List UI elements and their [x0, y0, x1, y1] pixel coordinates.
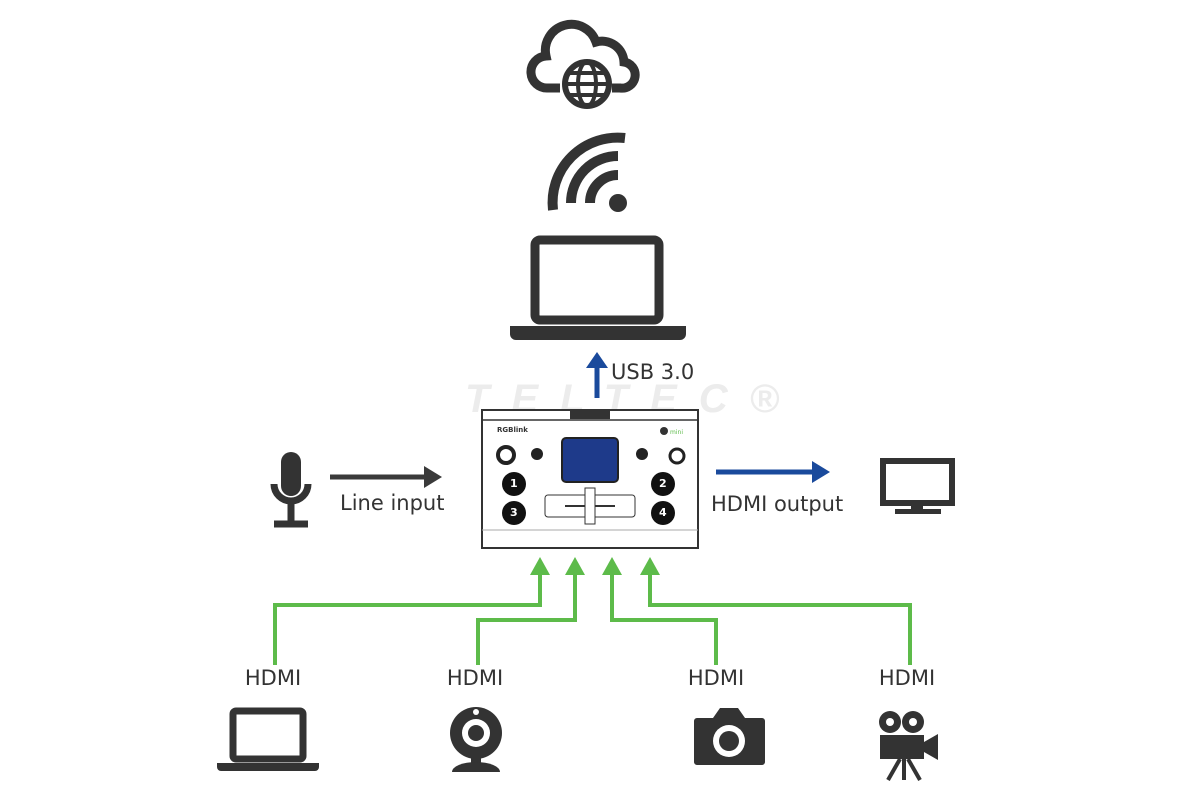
monitor-icon — [880, 458, 955, 514]
hdmi-input-lines — [273, 572, 912, 665]
device-button-1: 1 — [510, 477, 518, 490]
laptop-icon — [510, 235, 686, 340]
hdmi-input-label-2: HDMI — [446, 666, 504, 690]
device-button-3: 3 — [510, 506, 518, 519]
hdmi-input-label-1: HDMI — [244, 666, 302, 690]
cloud-globe-icon — [526, 19, 640, 109]
laptop-icon — [217, 707, 319, 771]
line-input-arrow — [330, 466, 442, 488]
device-buttons — [502, 472, 675, 525]
camera-icon — [694, 708, 765, 765]
usb-arrow — [586, 352, 608, 398]
hdmi-input-label-4: HDMI — [878, 666, 936, 690]
svg-text:mini: mini — [670, 429, 683, 436]
microphone-icon — [270, 452, 312, 528]
wifi-icon — [547, 132, 627, 212]
hdmi-input-arrowheads — [530, 557, 660, 575]
line-input-label: Line input — [340, 491, 445, 515]
hdmi-input-label-3: HDMI — [687, 666, 745, 690]
usb-label: USB 3.0 — [611, 360, 695, 384]
device-button-4: 4 — [659, 506, 667, 519]
device-brand: RGBlink — [497, 426, 528, 434]
webcam-icon — [450, 707, 502, 772]
device-button-2: 2 — [659, 477, 667, 490]
hdmi-output-label: HDMI output — [711, 492, 844, 516]
film-camera-icon — [879, 711, 938, 781]
hdmi-output-arrow — [716, 461, 830, 483]
